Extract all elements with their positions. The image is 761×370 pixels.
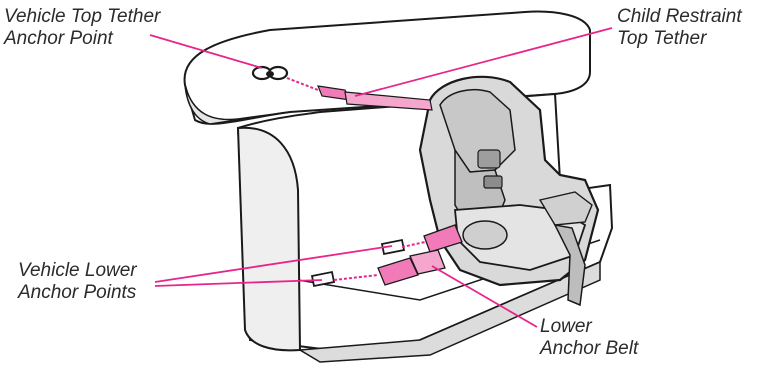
callout-vehicle-lower-anchors-line2: Anchor Points bbox=[18, 282, 137, 303]
callout-lower-anchor-belt-line2: Anchor Belt bbox=[540, 338, 639, 359]
callout-lower-anchor-belt-line1: Lower bbox=[540, 316, 592, 337]
callout-vehicle-lower-anchors-line1: Vehicle Lower bbox=[18, 260, 137, 281]
callout-lower-anchor-belt: Lower Anchor Belt bbox=[540, 316, 638, 360]
callout-vehicle-top-tether-line2: Anchor Point bbox=[4, 28, 113, 49]
leader-lower-anchor-lower bbox=[154, 279, 323, 287]
callout-vehicle-top-tether: Vehicle Top Tether Anchor Point bbox=[4, 6, 160, 50]
child-car-seat bbox=[418, 75, 600, 307]
top-tether-strap bbox=[286, 77, 433, 111]
leader-child-tether bbox=[354, 27, 613, 97]
seat-side-panel bbox=[236, 126, 302, 352]
callout-child-restraint-tether: Child Restraint Top Tether bbox=[617, 6, 742, 50]
top-tether-anchor-ring bbox=[251, 65, 289, 81]
seat-back-shade bbox=[184, 84, 291, 125]
callout-child-restraint-tether-line1: Child Restraint bbox=[617, 6, 742, 27]
lower-anchor-belt-upper bbox=[401, 224, 463, 253]
callout-child-restraint-tether-line2: Top Tether bbox=[617, 28, 707, 49]
lower-anchor-bars bbox=[310, 238, 406, 288]
leader-lower-anchor-upper bbox=[154, 245, 393, 283]
callout-vehicle-top-tether-line1: Vehicle Top Tether bbox=[4, 6, 161, 27]
leader-lines bbox=[149, 27, 613, 328]
leader-top-tether-anchor bbox=[149, 34, 263, 69]
leader-anchor-belt bbox=[431, 265, 538, 328]
callout-vehicle-lower-anchors: Vehicle Lower Anchor Points bbox=[18, 260, 137, 304]
seat-bottom-shade bbox=[297, 260, 601, 363]
